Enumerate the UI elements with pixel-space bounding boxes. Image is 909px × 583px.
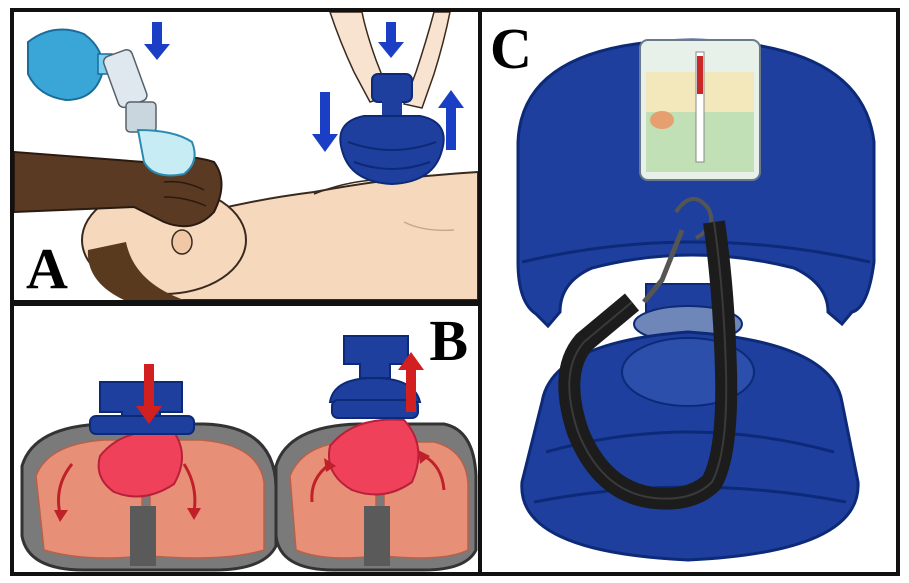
panel-label-b: B [429, 312, 468, 370]
panel-label-a: A [26, 240, 68, 298]
panel-a: A [10, 8, 482, 304]
bag-valve-mask-icon [28, 30, 195, 176]
panel-b-illustration [14, 306, 478, 572]
panel-a-illustration [14, 12, 478, 300]
pressure-gauge-icon [640, 40, 760, 180]
compression-phase-icon [22, 364, 276, 570]
panel-label-c: C [490, 20, 532, 78]
panel-c-illustration [482, 12, 896, 572]
panel-c: C [478, 8, 900, 576]
panel-b: B [10, 302, 482, 576]
